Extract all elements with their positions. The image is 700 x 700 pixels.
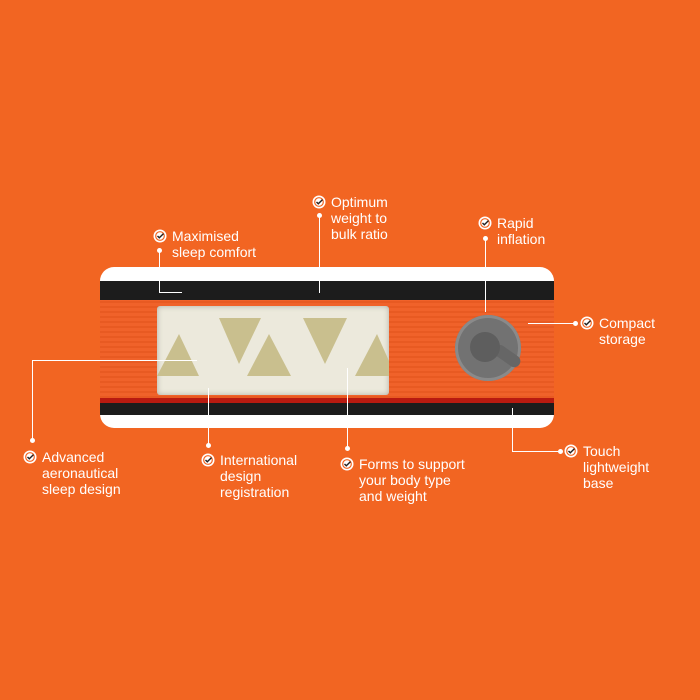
- leader-dot: [157, 248, 162, 253]
- foam-core-window: [157, 306, 389, 395]
- check-circle-icon: [340, 457, 354, 471]
- leader-line: [347, 368, 348, 448]
- feature-label: International design registration: [220, 452, 298, 500]
- leader-line: [512, 451, 560, 452]
- feature-lightweight-base: Touch lightweight base: [564, 443, 649, 491]
- valve-cap: [470, 332, 500, 362]
- feature-weight-bulk: Optimum weight to bulk ratio: [312, 194, 388, 242]
- bottom-fabric-band: [100, 403, 554, 415]
- base-trim: [100, 398, 554, 403]
- leader-line: [32, 360, 33, 440]
- feature-design-registration: International design registration: [201, 452, 297, 500]
- leader-dot: [30, 438, 35, 443]
- check-circle-icon: [312, 195, 326, 209]
- leader-line: [528, 323, 575, 324]
- feature-label: Touch lightweight base: [583, 443, 650, 491]
- check-circle-icon: [23, 450, 37, 464]
- feature-compact-storage: Compact storage: [580, 315, 655, 347]
- feature-sleep-comfort: Maximised sleep comfort: [153, 228, 256, 260]
- feature-label: Forms to support your body type and weig…: [359, 456, 465, 504]
- check-circle-icon: [153, 229, 167, 243]
- feature-label: Maximised sleep comfort: [172, 228, 257, 260]
- check-circle-icon: [580, 316, 594, 330]
- leader-line: [485, 238, 486, 312]
- feature-aeronautical-design: Advanced aeronautical sleep design: [23, 449, 121, 497]
- leader-line: [208, 388, 209, 445]
- leader-line: [319, 215, 320, 293]
- feature-body-support: Forms to support your body type and weig…: [340, 456, 465, 504]
- feature-label: Optimum weight to bulk ratio: [331, 194, 388, 242]
- leader-line: [159, 250, 160, 292]
- leader-line: [159, 292, 182, 293]
- top-fabric-band: [100, 281, 554, 300]
- leader-line: [32, 360, 197, 361]
- leader-dot: [206, 443, 211, 448]
- feature-rapid-inflation: Rapid inflation: [478, 215, 545, 247]
- feature-label: Rapid inflation: [497, 215, 546, 247]
- leader-dot: [573, 321, 578, 326]
- leader-dot: [483, 236, 488, 241]
- leader-line: [512, 408, 513, 451]
- check-circle-icon: [564, 444, 578, 458]
- feature-label: Compact storage: [599, 315, 656, 347]
- check-circle-icon: [478, 216, 492, 230]
- leader-dot: [345, 446, 350, 451]
- check-circle-icon: [201, 453, 215, 467]
- leader-dot: [317, 213, 322, 218]
- leader-dot: [558, 449, 563, 454]
- feature-label: Advanced aeronautical sleep design: [42, 449, 121, 497]
